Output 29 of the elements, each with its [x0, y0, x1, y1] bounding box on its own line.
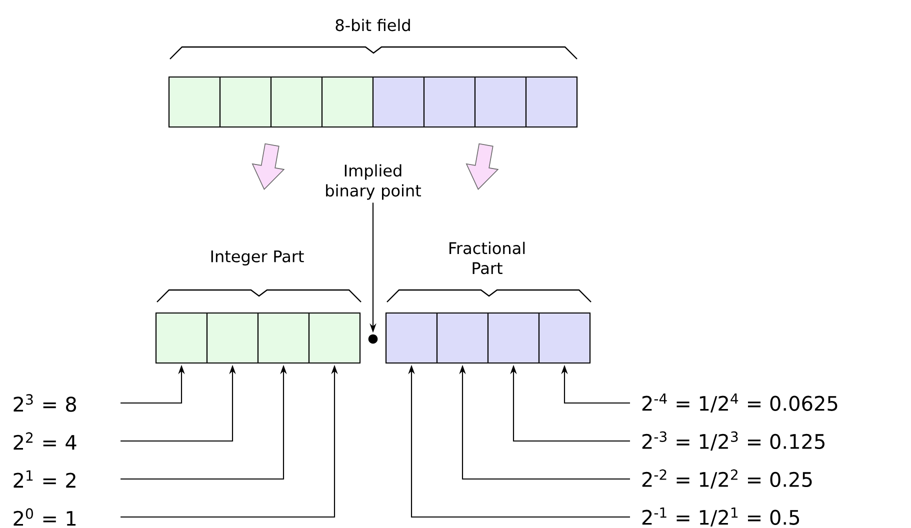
- value-label: 2$^{-2}$ = 1/2$^{2}$ = 0.25: [642, 469, 812, 489]
- bit-cell: [474, 76, 527, 128]
- bit-cell: [436, 312, 489, 364]
- bit-cell: [372, 76, 425, 128]
- bit-cell: [270, 76, 323, 128]
- value-label: 2$^{1}$ = 2: [14, 470, 76, 488]
- bit-cell: [385, 312, 438, 364]
- value-label: 2$^{-4}$ = 1/2$^{4}$ = 0.0625: [642, 393, 838, 413]
- bit-cell: [487, 312, 540, 364]
- binary-point-dot: [368, 334, 378, 344]
- bit-cell: [257, 312, 310, 364]
- bit-cell: [308, 312, 361, 364]
- bit-cell: [206, 312, 259, 364]
- bit-cell: [168, 76, 221, 128]
- bit-cell: [525, 76, 578, 128]
- bit-cell: [423, 76, 476, 128]
- heading: Fractional Part: [450, 242, 525, 274]
- bit-cell: [538, 312, 591, 364]
- bit-cell: [321, 76, 374, 128]
- caption-text: Implied binary point: [326, 164, 422, 200]
- heading: 8-bit field: [336, 18, 410, 32]
- bit-cell: [219, 76, 272, 128]
- value-label: 2$^{-1}$ = 1/2$^{1}$ = 0.5: [642, 507, 800, 526]
- value-label: 2$^{2}$ = 4: [14, 432, 76, 450]
- value-label: 2$^{0}$ = 1: [14, 508, 76, 526]
- value-label: 2$^{3}$ = 8: [14, 394, 76, 412]
- value-label: 2$^{-3}$ = 1/2$^{3}$ = 0.125: [642, 431, 824, 451]
- heading: Integer Part: [211, 250, 304, 266]
- bit-cell: [155, 312, 208, 364]
